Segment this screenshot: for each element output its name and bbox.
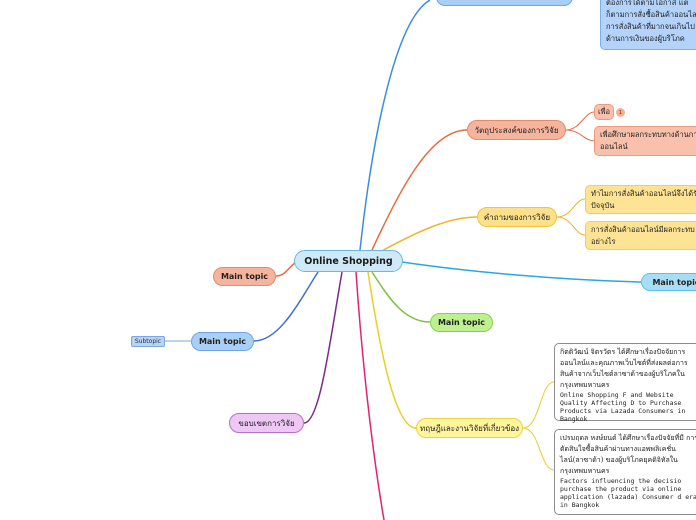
main-topic-green[interactable]: Main topic	[430, 313, 493, 332]
literature-item-1-english: Online Shopping F and Website Quality Af…	[560, 391, 686, 423]
main-topic-blue[interactable]: Main topic	[191, 332, 254, 351]
main-topic-salmon[interactable]: Main topic	[213, 267, 276, 286]
link-main-topic-green	[371, 271, 431, 323]
scope-topic[interactable]: ขอบเขตการวิจัย	[229, 413, 304, 433]
literature-item-2-thai: เปรมฤดล หงษ์ยนต์ ได้ศึกษาเรื่องปัจจัยที่…	[560, 434, 696, 475]
subtopic-node[interactable]: Subtopic	[131, 336, 165, 347]
literature-topic[interactable]: ทฤษฎีและงานวิจัยที่เกี่ยวข้อง	[416, 418, 523, 438]
questions-topic[interactable]: คำถามของการวิจัย	[477, 207, 557, 227]
objectives-topic[interactable]: วัตถุประสงค์ของการวิจัย	[467, 120, 566, 140]
link-objectives-item2	[565, 129, 595, 142]
top-topic[interactable]	[436, 0, 573, 6]
main-topic-right[interactable]: Main topic	[641, 273, 696, 291]
central-topic[interactable]: Online Shopping	[294, 250, 403, 272]
literature-item-1[interactable]: กิตติวัฒน์ จิตรวัตร ได้ศึกษาเรื่องปัจจัย…	[554, 343, 696, 423]
link-scope	[303, 271, 343, 424]
link-objectives-item1	[565, 111, 595, 131]
link-literature	[367, 271, 417, 429]
link-questions-item2	[556, 216, 586, 236]
link-bottom-topic	[355, 271, 385, 520]
objectives-item-1[interactable]: เพื่อ	[594, 104, 614, 120]
objectives-count-badge: 1	[616, 108, 625, 117]
literature-item-1-thai: กิตติวัฒน์ จิตรวัตร ได้ศึกษาเรื่องปัจจัย…	[560, 348, 688, 389]
questions-item-2[interactable]: การสั่งสินค้าออนไลน์มีผลกระทบ อย่างไร	[585, 221, 696, 250]
link-literature-item1	[522, 381, 555, 429]
link-questions-item1	[556, 198, 586, 218]
literature-item-2[interactable]: เปรมฤดล หงษ์ยนต์ ได้ศึกษาเรื่องปัจจัยที่…	[554, 429, 696, 515]
link-objectives	[371, 129, 468, 251]
link-questions	[379, 216, 478, 253]
link-main-topic-blue	[253, 271, 319, 342]
link-literature-item2	[522, 427, 555, 471]
questions-item-1[interactable]: ทำไมการสั่งสินค้าออนไลน์จึงได้รับ ปัจจุบ…	[585, 185, 696, 214]
link-main-topic-salmon	[275, 261, 297, 277]
link-top-topic	[359, 0, 431, 251]
objectives-item-2[interactable]: เพื่อศึกษาผลกระทบทางด้านการ ออนไลน์	[594, 126, 696, 156]
literature-item-2-english: Factors influencing the decisio purchase…	[560, 477, 696, 509]
link-main-topic-right	[401, 261, 642, 283]
top-description-box[interactable]: ต้องการได้ตามโอกาส แต่ ก็ตามการสั่งซื้อส…	[600, 0, 696, 50]
